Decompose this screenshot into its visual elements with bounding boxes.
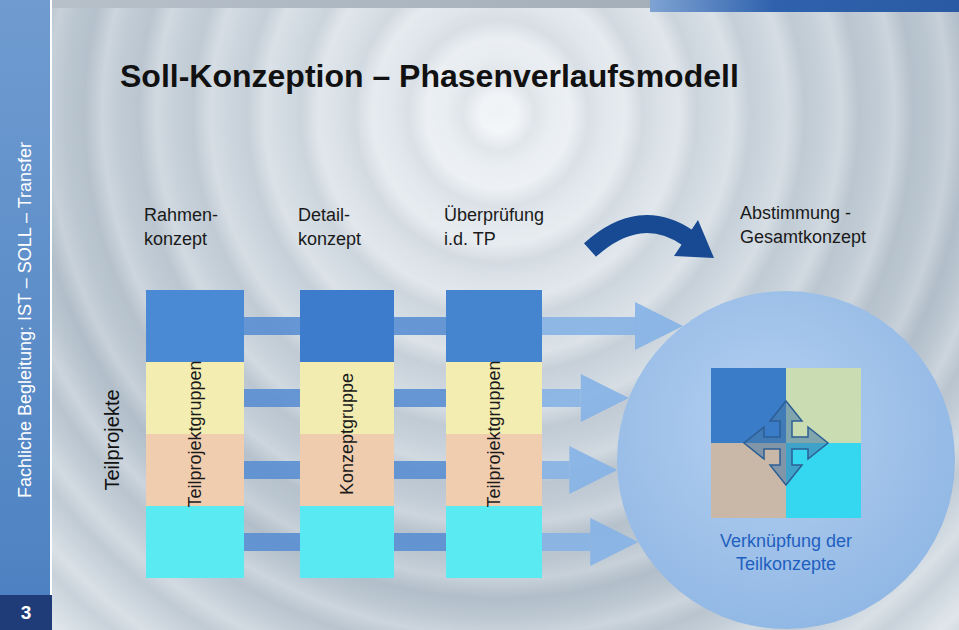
band-stack: Teilprojektgruppen <box>146 290 244 578</box>
row-axis-label: Teilprojekte <box>101 389 124 490</box>
arrow-head <box>581 374 629 422</box>
connector-bar <box>394 389 446 407</box>
band-row <box>446 290 542 362</box>
column-heading: Abstimmung - Gesamtkonzept <box>740 201 890 249</box>
connector-bar <box>244 533 300 551</box>
quadrant-br <box>786 443 861 518</box>
curved-arrow-body <box>590 224 688 250</box>
connector-bar <box>394 317 446 335</box>
connector-bar <box>542 389 581 407</box>
column-heading: Detail- konzept <box>298 203 392 251</box>
band-stack: Konzeptgruppe <box>300 290 394 578</box>
connector-bar <box>542 533 590 551</box>
connector-bar <box>394 533 446 551</box>
sidebar-label: Fachliche Begleitung: IST – SOLL – Trans… <box>15 142 36 498</box>
curved-arrow-head <box>674 220 714 258</box>
quadrant-tl <box>711 368 786 443</box>
circle-outline <box>617 291 955 629</box>
phase-column: Detail- konzeptKonzeptgruppe <box>300 195 394 578</box>
vertical-group-label: Konzeptgruppe <box>337 373 358 495</box>
page-number: 3 <box>0 595 52 630</box>
quadrant-bl <box>711 443 786 518</box>
connector-bar <box>542 317 635 335</box>
band-stack: Teilprojektgruppen <box>446 290 542 578</box>
vertical-group-label: Teilprojektgruppen <box>185 360 206 507</box>
phase-column: Überprüfung i.d. TPTeilprojektgruppen <box>446 195 542 578</box>
four-way-arrow-icon <box>744 401 828 485</box>
arrow-head <box>569 446 617 494</box>
connector-bar <box>542 461 569 479</box>
circle-shape <box>616 290 956 630</box>
vertical-group-label: Teilprojektgruppen <box>484 360 505 507</box>
phase-column: Rahmen- konzeptTeilprojektgruppen <box>146 195 244 578</box>
top-blue-bar <box>650 0 959 12</box>
band-connector <box>244 317 300 551</box>
band-row <box>446 506 542 578</box>
connector-bar <box>394 461 446 479</box>
band-row <box>146 290 244 362</box>
slide-title: Soll-Konzeption – Phasenverlaufsmodell <box>120 58 739 95</box>
circle-caption: Verknüpfung der Teilkonzepte <box>696 530 876 576</box>
merge-circle-node: Abstimmung - GesamtkonzeptVerknüpfung de… <box>616 195 956 630</box>
connector-bar <box>244 317 300 335</box>
connector-bar <box>244 389 300 407</box>
connector-bar <box>244 461 300 479</box>
band-row <box>146 506 244 578</box>
band-row <box>300 506 394 578</box>
column-heading: Überprüfung i.d. TP <box>444 203 568 251</box>
column-heading: Rahmen- konzept <box>144 203 238 251</box>
band-row <box>300 290 394 362</box>
quadrant-tr <box>786 368 861 443</box>
band-connector <box>394 317 446 551</box>
